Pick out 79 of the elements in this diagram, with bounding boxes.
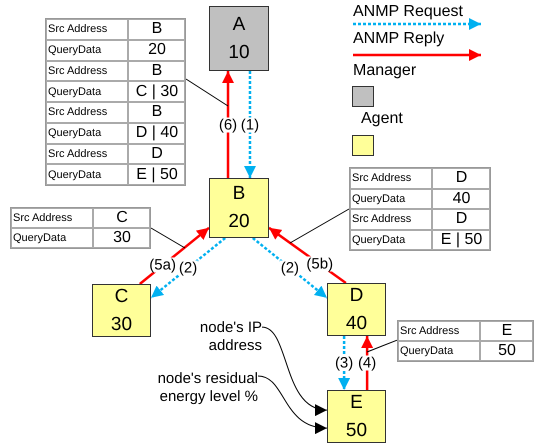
value-cell: 50 [480, 341, 533, 361]
node-label: C [114, 284, 128, 309]
field-name-cell: QueryData [46, 40, 128, 60]
leader-line [150, 228, 186, 248]
arrow [258, 376, 328, 433]
node-label: 10 [228, 40, 250, 64]
annotation-text: node's IP address [160, 318, 262, 356]
value-cell: E | 50 [128, 164, 185, 185]
field-name-cell: Src Address [350, 209, 432, 230]
value-cell: E | 50 [432, 230, 490, 250]
arrow [262, 326, 328, 414]
arrow [222, 71, 234, 178]
field-name-cell: Src Address [46, 60, 128, 82]
manager-node-box [209, 6, 269, 71]
legend-label: ANMP Request [353, 3, 463, 21]
value-cell: 40 [432, 188, 490, 209]
legend-label: ANMP Reply [353, 30, 444, 48]
arrow [244, 71, 256, 178]
field-name-cell: QueryData [46, 81, 128, 102]
edge-label: (2) [280, 260, 300, 276]
leader-line [290, 208, 350, 244]
field-name-cell: QueryData [46, 122, 128, 144]
value-cell: 20 [128, 40, 185, 60]
node-label: B [232, 182, 246, 206]
edge-label: (3) [334, 356, 354, 370]
edge-label: (5b) [305, 256, 334, 272]
arrow [150, 237, 226, 299]
field-name-cell: Src Address [46, 102, 128, 123]
arrow [252, 237, 328, 299]
node-label: 30 [110, 312, 132, 336]
arrow [139, 226, 210, 285]
field-name-cell: QueryData [46, 164, 128, 185]
field-name-cell: Src Address [11, 208, 93, 228]
value-cell: E [480, 321, 533, 341]
edge-label: (6) [218, 117, 238, 132]
edge-label: (4) [356, 356, 378, 370]
field-name-cell: QueryData [350, 230, 432, 250]
value-cell: B [128, 19, 185, 40]
arrow [338, 336, 350, 390]
arrow [361, 336, 374, 390]
node-label: A [232, 12, 246, 37]
node-label: 40 [346, 312, 368, 336]
legend-label: Agent [361, 110, 403, 128]
field-name-cell: Src Address [350, 168, 432, 188]
edge-label: (5a) [148, 258, 177, 273]
field-name-cell: Src Address [398, 321, 480, 341]
value-cell: C [93, 208, 150, 228]
field-name-cell: QueryData [11, 228, 93, 248]
node-label: 50 [346, 418, 368, 442]
agent-node-box [209, 178, 269, 238]
value-cell: 30 [93, 228, 150, 248]
arrow [268, 226, 347, 284]
field-name-cell: QueryData [350, 188, 432, 209]
value-cell: B [128, 102, 185, 123]
message-table [349, 167, 491, 251]
edge-label: (1) [240, 117, 260, 132]
node-label: D [350, 284, 364, 308]
value-cell: C | 30 [128, 81, 185, 102]
value-cell: D [128, 144, 185, 164]
field-name-cell: Src Address [46, 19, 128, 40]
legend-label: Manager [353, 62, 416, 80]
field-name-cell: QueryData [398, 341, 480, 361]
leader-line [186, 78, 228, 106]
annotation-text: node's residual energy level % [130, 358, 258, 418]
message-table [45, 18, 186, 186]
value-cell: D [432, 209, 490, 230]
field-name-cell: Src Address [46, 144, 128, 164]
edge-label: (2) [178, 260, 198, 276]
value-cell: D [432, 168, 490, 188]
agent-node-box [92, 284, 151, 337]
agent-node-box [327, 390, 386, 443]
message-table [10, 207, 151, 249]
message-table [397, 320, 534, 362]
node-label: E [350, 390, 363, 415]
value-cell: B [128, 60, 185, 82]
value-cell: D | 40 [128, 122, 185, 144]
leader-line [366, 340, 398, 352]
node-label: 20 [228, 210, 250, 234]
agent-node-box [327, 283, 386, 336]
